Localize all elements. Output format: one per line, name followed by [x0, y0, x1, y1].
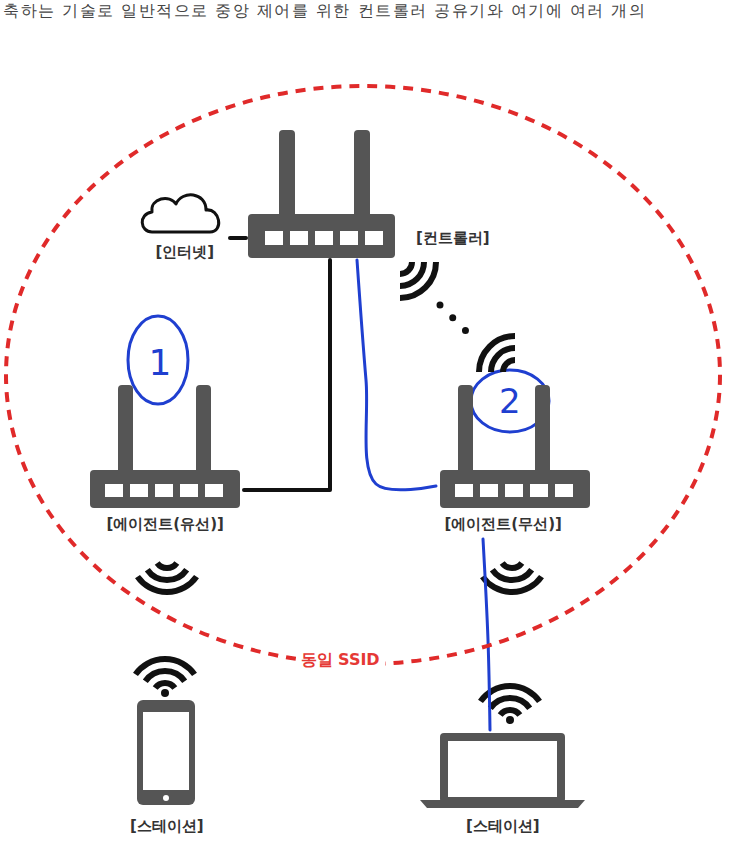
wifi-arc: [147, 570, 186, 580]
wifi-symbols: [136, 262, 542, 715]
wifi-arc: [490, 698, 529, 708]
antenna: [535, 385, 550, 475]
wireless-link: [440, 260, 490, 383]
router-body: [440, 470, 590, 508]
wifi-arc: [138, 577, 197, 592]
wifi-arc: [145, 671, 184, 681]
wired-link: [230, 236, 246, 240]
port: [365, 231, 383, 245]
wired-agent-icon: [90, 385, 240, 508]
wifi-dot: [506, 716, 514, 724]
callout-number: 1: [149, 341, 172, 384]
port: [265, 231, 283, 245]
wifi-arc: [502, 563, 522, 568]
device-label: [인터넷]: [156, 243, 215, 262]
wifi-arc: [400, 262, 412, 274]
wifi-arc: [503, 360, 515, 372]
station-phone: [스테이션]: [118, 697, 218, 841]
port: [505, 484, 523, 497]
dashed-ellipse: [6, 86, 720, 664]
wired-link: [244, 260, 330, 490]
wifi-arc: [155, 683, 175, 688]
device-label: [컨트롤러]: [416, 229, 490, 248]
phone-button: [163, 795, 169, 801]
callout-number: 2: [499, 381, 521, 422]
antenna: [279, 130, 295, 220]
router-body: [248, 214, 395, 258]
ssid-region: 동일 SSID [인터넷] [컨트롤러] [에이전트(유선)] [에이전트(무선)]: [5, 85, 721, 674]
hand-drawn-link: [483, 539, 490, 730]
port: [315, 231, 333, 245]
antenna: [458, 385, 473, 475]
port: [180, 484, 198, 497]
wifi-arc: [492, 570, 531, 580]
antenna: [354, 130, 370, 220]
cloud-icon: [142, 195, 218, 232]
controller-router: [컨트롤러]: [246, 125, 502, 260]
wifi-arc: [491, 348, 515, 372]
port: [155, 484, 173, 497]
port: [480, 484, 498, 497]
region-label: 동일 SSID: [296, 650, 385, 670]
wifi-arc: [157, 563, 177, 568]
port: [205, 484, 223, 497]
antenna: [196, 385, 211, 475]
router-body: [90, 470, 240, 508]
antenna: [118, 385, 133, 475]
station-laptop: [스테이션]: [415, 730, 590, 842]
port: [455, 484, 473, 497]
port: [530, 484, 548, 497]
wifi-arc: [479, 336, 515, 372]
laptop-screen: [448, 741, 557, 797]
laptop-lid: [440, 733, 565, 803]
wired-agent: [에이전트(유선)]: [86, 383, 244, 539]
region-outline: [5, 85, 721, 674]
wifi-arc: [136, 659, 195, 674]
wifi-arc: [400, 262, 424, 286]
laptop-base: [420, 800, 585, 808]
port: [105, 484, 123, 497]
port: [290, 231, 308, 245]
port: [130, 484, 148, 497]
port: [340, 231, 358, 245]
device-label: [에이전트(무선)]: [445, 515, 562, 534]
wifi-arc: [400, 262, 436, 298]
device-label: [스테이션]: [130, 817, 204, 836]
device-label: [에이전트(유선)]: [107, 515, 224, 534]
wifi-dot: [161, 689, 169, 697]
hand-drawn-link: [357, 260, 436, 490]
phone-body: [137, 700, 195, 805]
phone-icon: [137, 700, 195, 805]
port: [555, 484, 573, 497]
laptop-icon: [420, 733, 585, 808]
hand-circle: [128, 316, 188, 404]
internet-cloud: [인터넷]: [138, 190, 230, 266]
wifi-arc: [483, 577, 542, 592]
phone-screen: [143, 712, 189, 790]
body-text-fragment: 축하는 기술로 일반적으로 중앙 제어를 위한 컨트롤러 공유기와 여기에 여러…: [3, 1, 646, 20]
wifi-arc: [500, 710, 520, 715]
controller-router-icon: [248, 130, 395, 258]
device-label: [스테이션]: [466, 817, 540, 836]
